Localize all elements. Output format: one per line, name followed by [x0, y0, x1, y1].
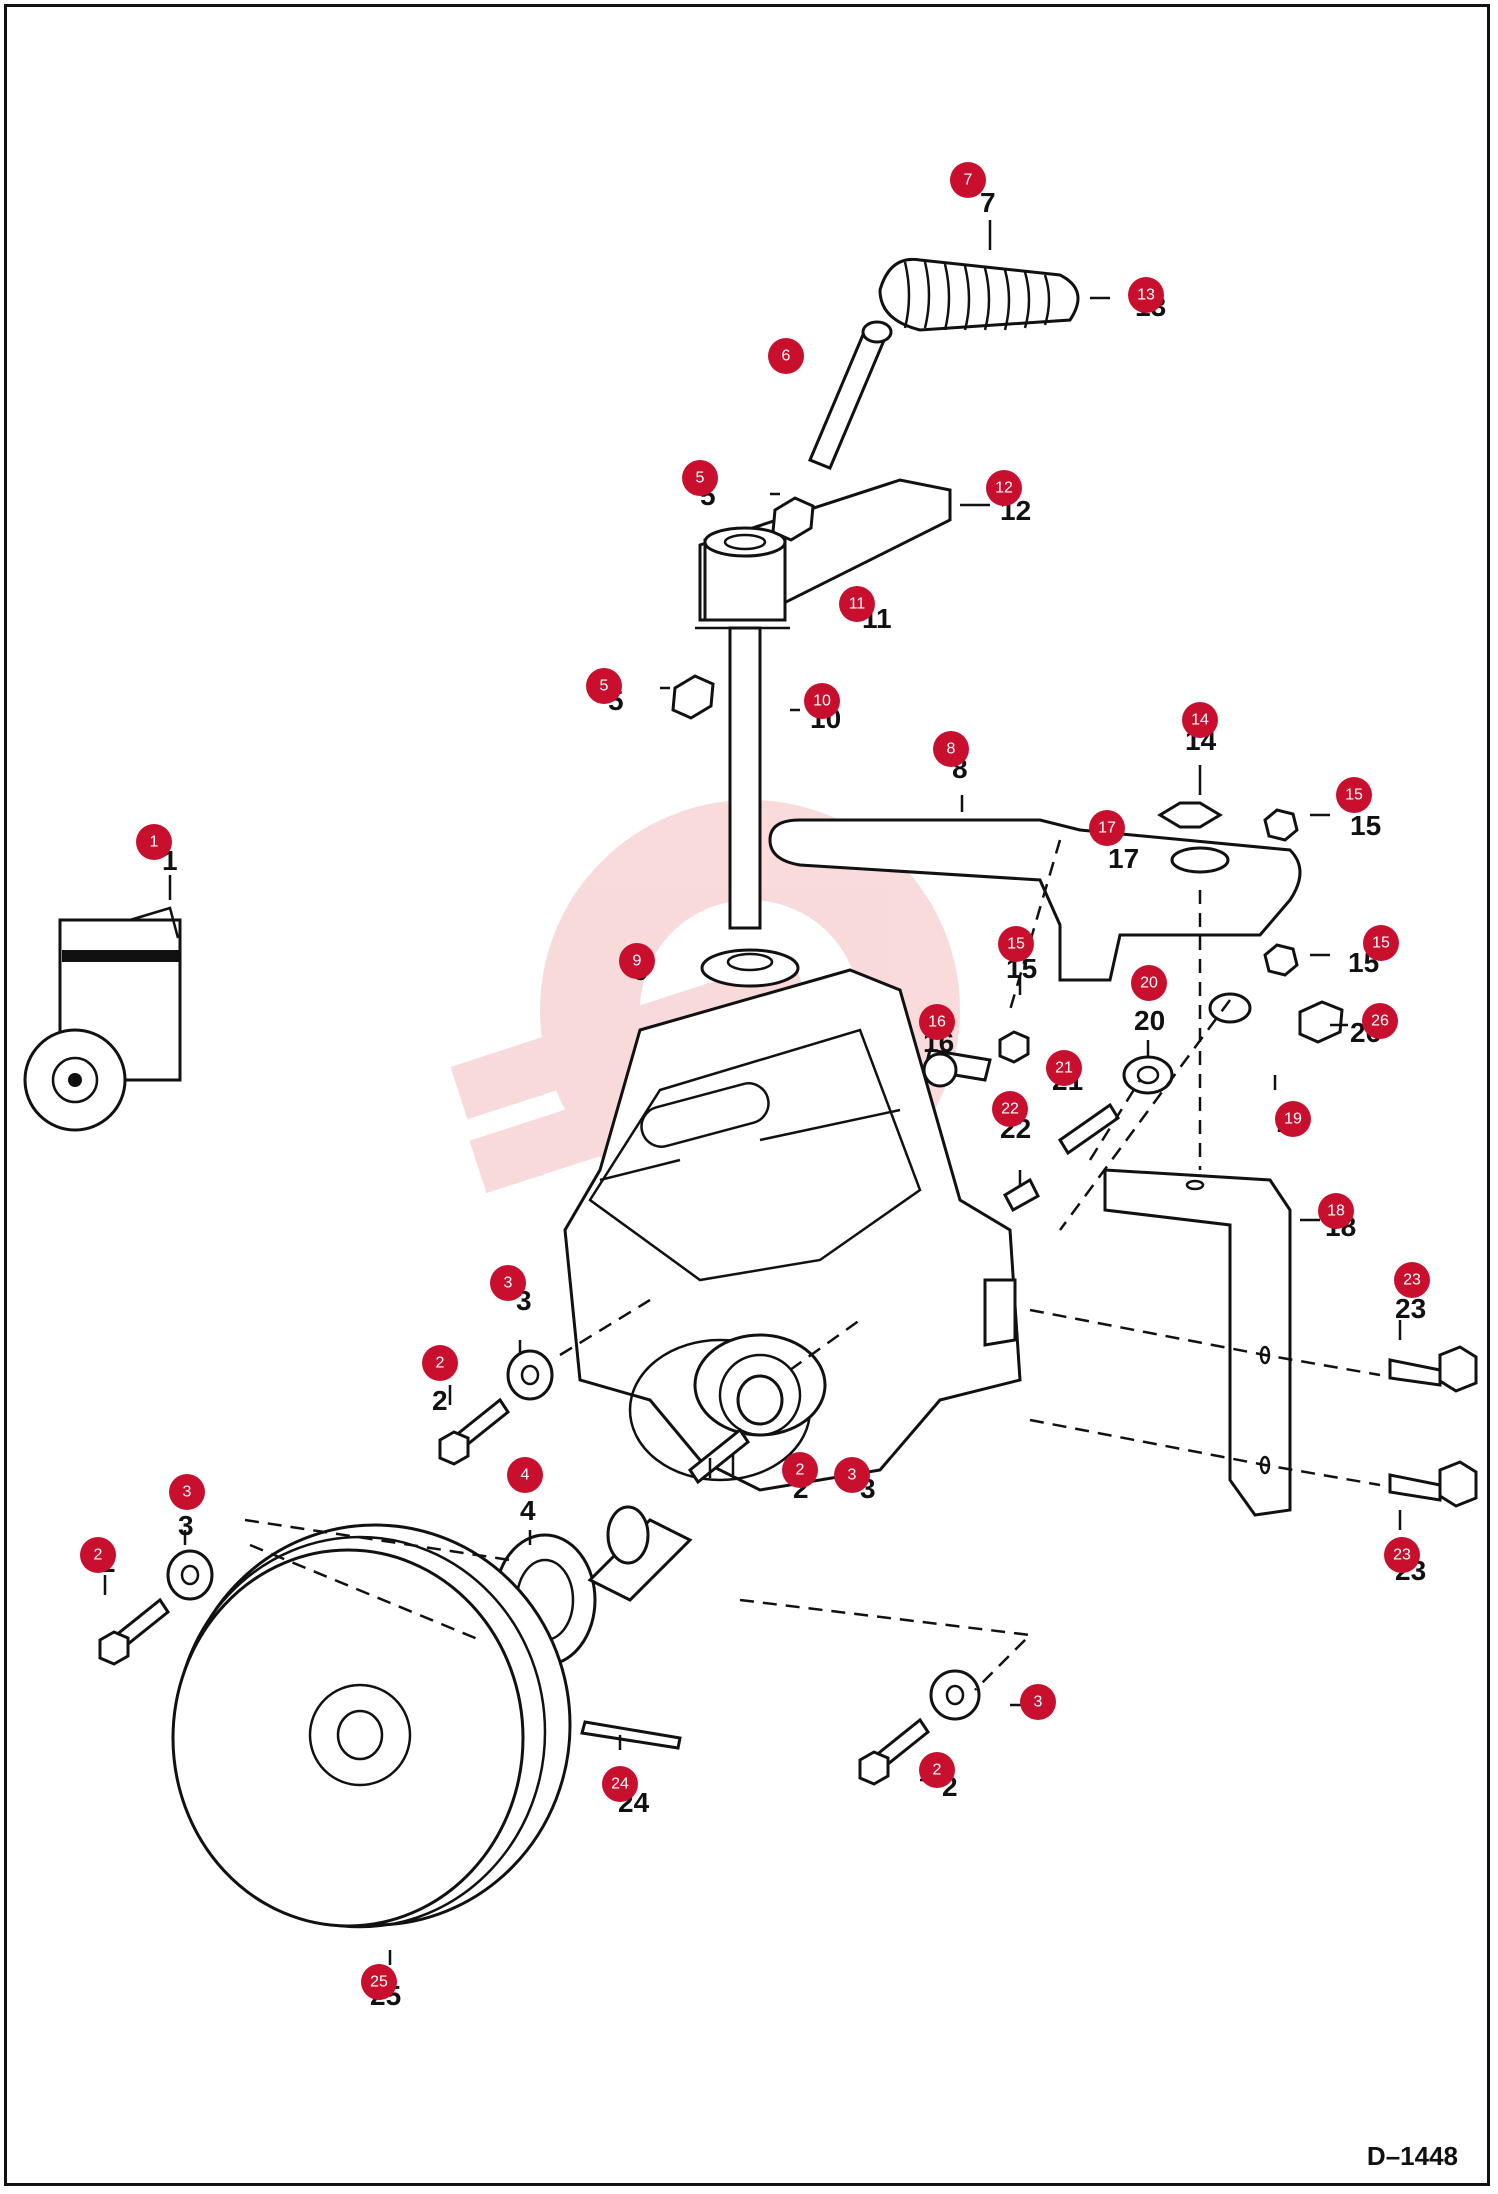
- svg-text:15: 15: [1007, 936, 1025, 953]
- callout-21[interactable]: 21: [1046, 1050, 1082, 1086]
- callout-20[interactable]: 20: [1131, 965, 1167, 1001]
- callout-3c[interactable]: 3: [169, 1474, 205, 1510]
- upper-bracket-part: [768, 801, 1344, 1044]
- svg-text:2: 2: [436, 1355, 445, 1372]
- part-label-7: 7: [980, 187, 996, 218]
- callout-22[interactable]: 22: [992, 1091, 1028, 1127]
- svg-text:3: 3: [1034, 1694, 1043, 1711]
- callout-14[interactable]: 14: [1182, 702, 1218, 738]
- callout-7[interactable]: 7: [950, 162, 986, 198]
- callout-9[interactable]: 9: [619, 943, 655, 979]
- callout-2a[interactable]: 2: [422, 1345, 458, 1381]
- svg-text:16: 16: [928, 1014, 946, 1031]
- callout-8[interactable]: 8: [933, 731, 969, 767]
- callout-badges: 1 2 2 2 2 3 3 3 3 4 5 5 6 7 8 9 10 11 12…: [80, 162, 1430, 2000]
- svg-text:23: 23: [1403, 1272, 1421, 1289]
- svg-text:23: 23: [1393, 1547, 1411, 1564]
- svg-text:4: 4: [521, 1467, 530, 1484]
- svg-text:6: 6: [782, 348, 791, 365]
- callout-24[interactable]: 24: [602, 1766, 638, 1802]
- assembly-lines: [244, 839, 1381, 1691]
- svg-text:7: 7: [964, 172, 973, 189]
- eye-bolt-part: [808, 320, 893, 470]
- svg-text:3: 3: [504, 1275, 513, 1292]
- svg-text:15: 15: [1345, 787, 1363, 804]
- svg-text:18: 18: [1327, 1203, 1345, 1220]
- svg-text:17: 17: [1098, 820, 1116, 837]
- part-label-4: 4: [520, 1495, 536, 1526]
- callout-23b[interactable]: 23: [1384, 1537, 1420, 1573]
- callout-26[interactable]: 26: [1362, 1003, 1398, 1039]
- engine-inset-illustration: [23, 906, 182, 1132]
- svg-text:13: 13: [1137, 287, 1155, 304]
- callout-12[interactable]: 12: [986, 470, 1022, 506]
- callout-15c[interactable]: 15: [1363, 925, 1399, 961]
- washers-and-bolts: [98, 1349, 981, 1786]
- lever-assembly: [671, 478, 952, 988]
- callout-6[interactable]: 6: [768, 338, 804, 374]
- part-label-17: 17: [1108, 843, 1139, 874]
- callout-16[interactable]: 16: [919, 1004, 955, 1040]
- svg-text:24: 24: [611, 1776, 629, 1793]
- part-label-20: 20: [1134, 1005, 1165, 1036]
- svg-text:10: 10: [813, 693, 831, 710]
- svg-text:2: 2: [796, 1462, 805, 1479]
- callout-13[interactable]: 13: [1128, 277, 1164, 313]
- svg-text:12: 12: [995, 480, 1013, 497]
- svg-text:11: 11: [849, 596, 866, 613]
- svg-text:15: 15: [1372, 935, 1390, 952]
- pulley-part: [171, 1523, 682, 1929]
- part-label-23a: 23: [1395, 1293, 1426, 1324]
- svg-text:9: 9: [633, 953, 642, 970]
- adjustment-hardware: [922, 1030, 1174, 1213]
- svg-text:2: 2: [933, 1762, 942, 1779]
- svg-text:26: 26: [1371, 1013, 1389, 1030]
- svg-text:14: 14: [1191, 712, 1209, 729]
- svg-text:19: 19: [1284, 1111, 1302, 1128]
- callout-3b[interactable]: 3: [834, 1457, 870, 1493]
- svg-text:8: 8: [947, 741, 956, 758]
- callout-15b[interactable]: 15: [998, 926, 1034, 962]
- callout-18[interactable]: 18: [1318, 1193, 1354, 1229]
- svg-text:25: 25: [370, 1974, 388, 1991]
- svg-text:22: 22: [1001, 1101, 1019, 1118]
- svg-text:20: 20: [1140, 975, 1158, 992]
- callout-10[interactable]: 10: [804, 683, 840, 719]
- callout-4[interactable]: 4: [507, 1457, 543, 1493]
- part-label-3c: 3: [178, 1510, 194, 1541]
- callout-19[interactable]: 19: [1275, 1101, 1311, 1137]
- svg-text:3: 3: [183, 1484, 192, 1501]
- svg-text:21: 21: [1055, 1060, 1073, 1077]
- callout-2d[interactable]: 2: [919, 1752, 955, 1788]
- svg-text:2: 2: [94, 1547, 103, 1564]
- callout-23a[interactable]: 23: [1394, 1262, 1430, 1298]
- spring-part: [878, 257, 1080, 332]
- callout-17[interactable]: 17: [1089, 810, 1125, 846]
- callout-25[interactable]: 25: [361, 1964, 397, 2000]
- drawing-code: D–1448: [1366, 2141, 1458, 2171]
- svg-text:3: 3: [848, 1467, 857, 1484]
- callout-11[interactable]: 11: [839, 586, 875, 622]
- part-label-2a: 2: [432, 1385, 448, 1416]
- callout-2c[interactable]: 2: [80, 1537, 116, 1573]
- part-label-15a: 15: [1350, 810, 1381, 841]
- svg-text:1: 1: [150, 834, 159, 851]
- callout-1[interactable]: 1: [136, 824, 172, 860]
- callout-3a[interactable]: 3: [490, 1265, 526, 1301]
- flange-bolts: [1388, 1345, 1478, 1508]
- callout-5a[interactable]: 5: [682, 460, 718, 496]
- svg-text:5: 5: [696, 470, 705, 487]
- callout-15a[interactable]: 15: [1336, 777, 1372, 813]
- callout-3d[interactable]: 3: [1020, 1684, 1056, 1720]
- callout-2b[interactable]: 2: [782, 1452, 818, 1488]
- callout-5b[interactable]: 5: [586, 668, 622, 704]
- svg-text:5: 5: [600, 678, 609, 695]
